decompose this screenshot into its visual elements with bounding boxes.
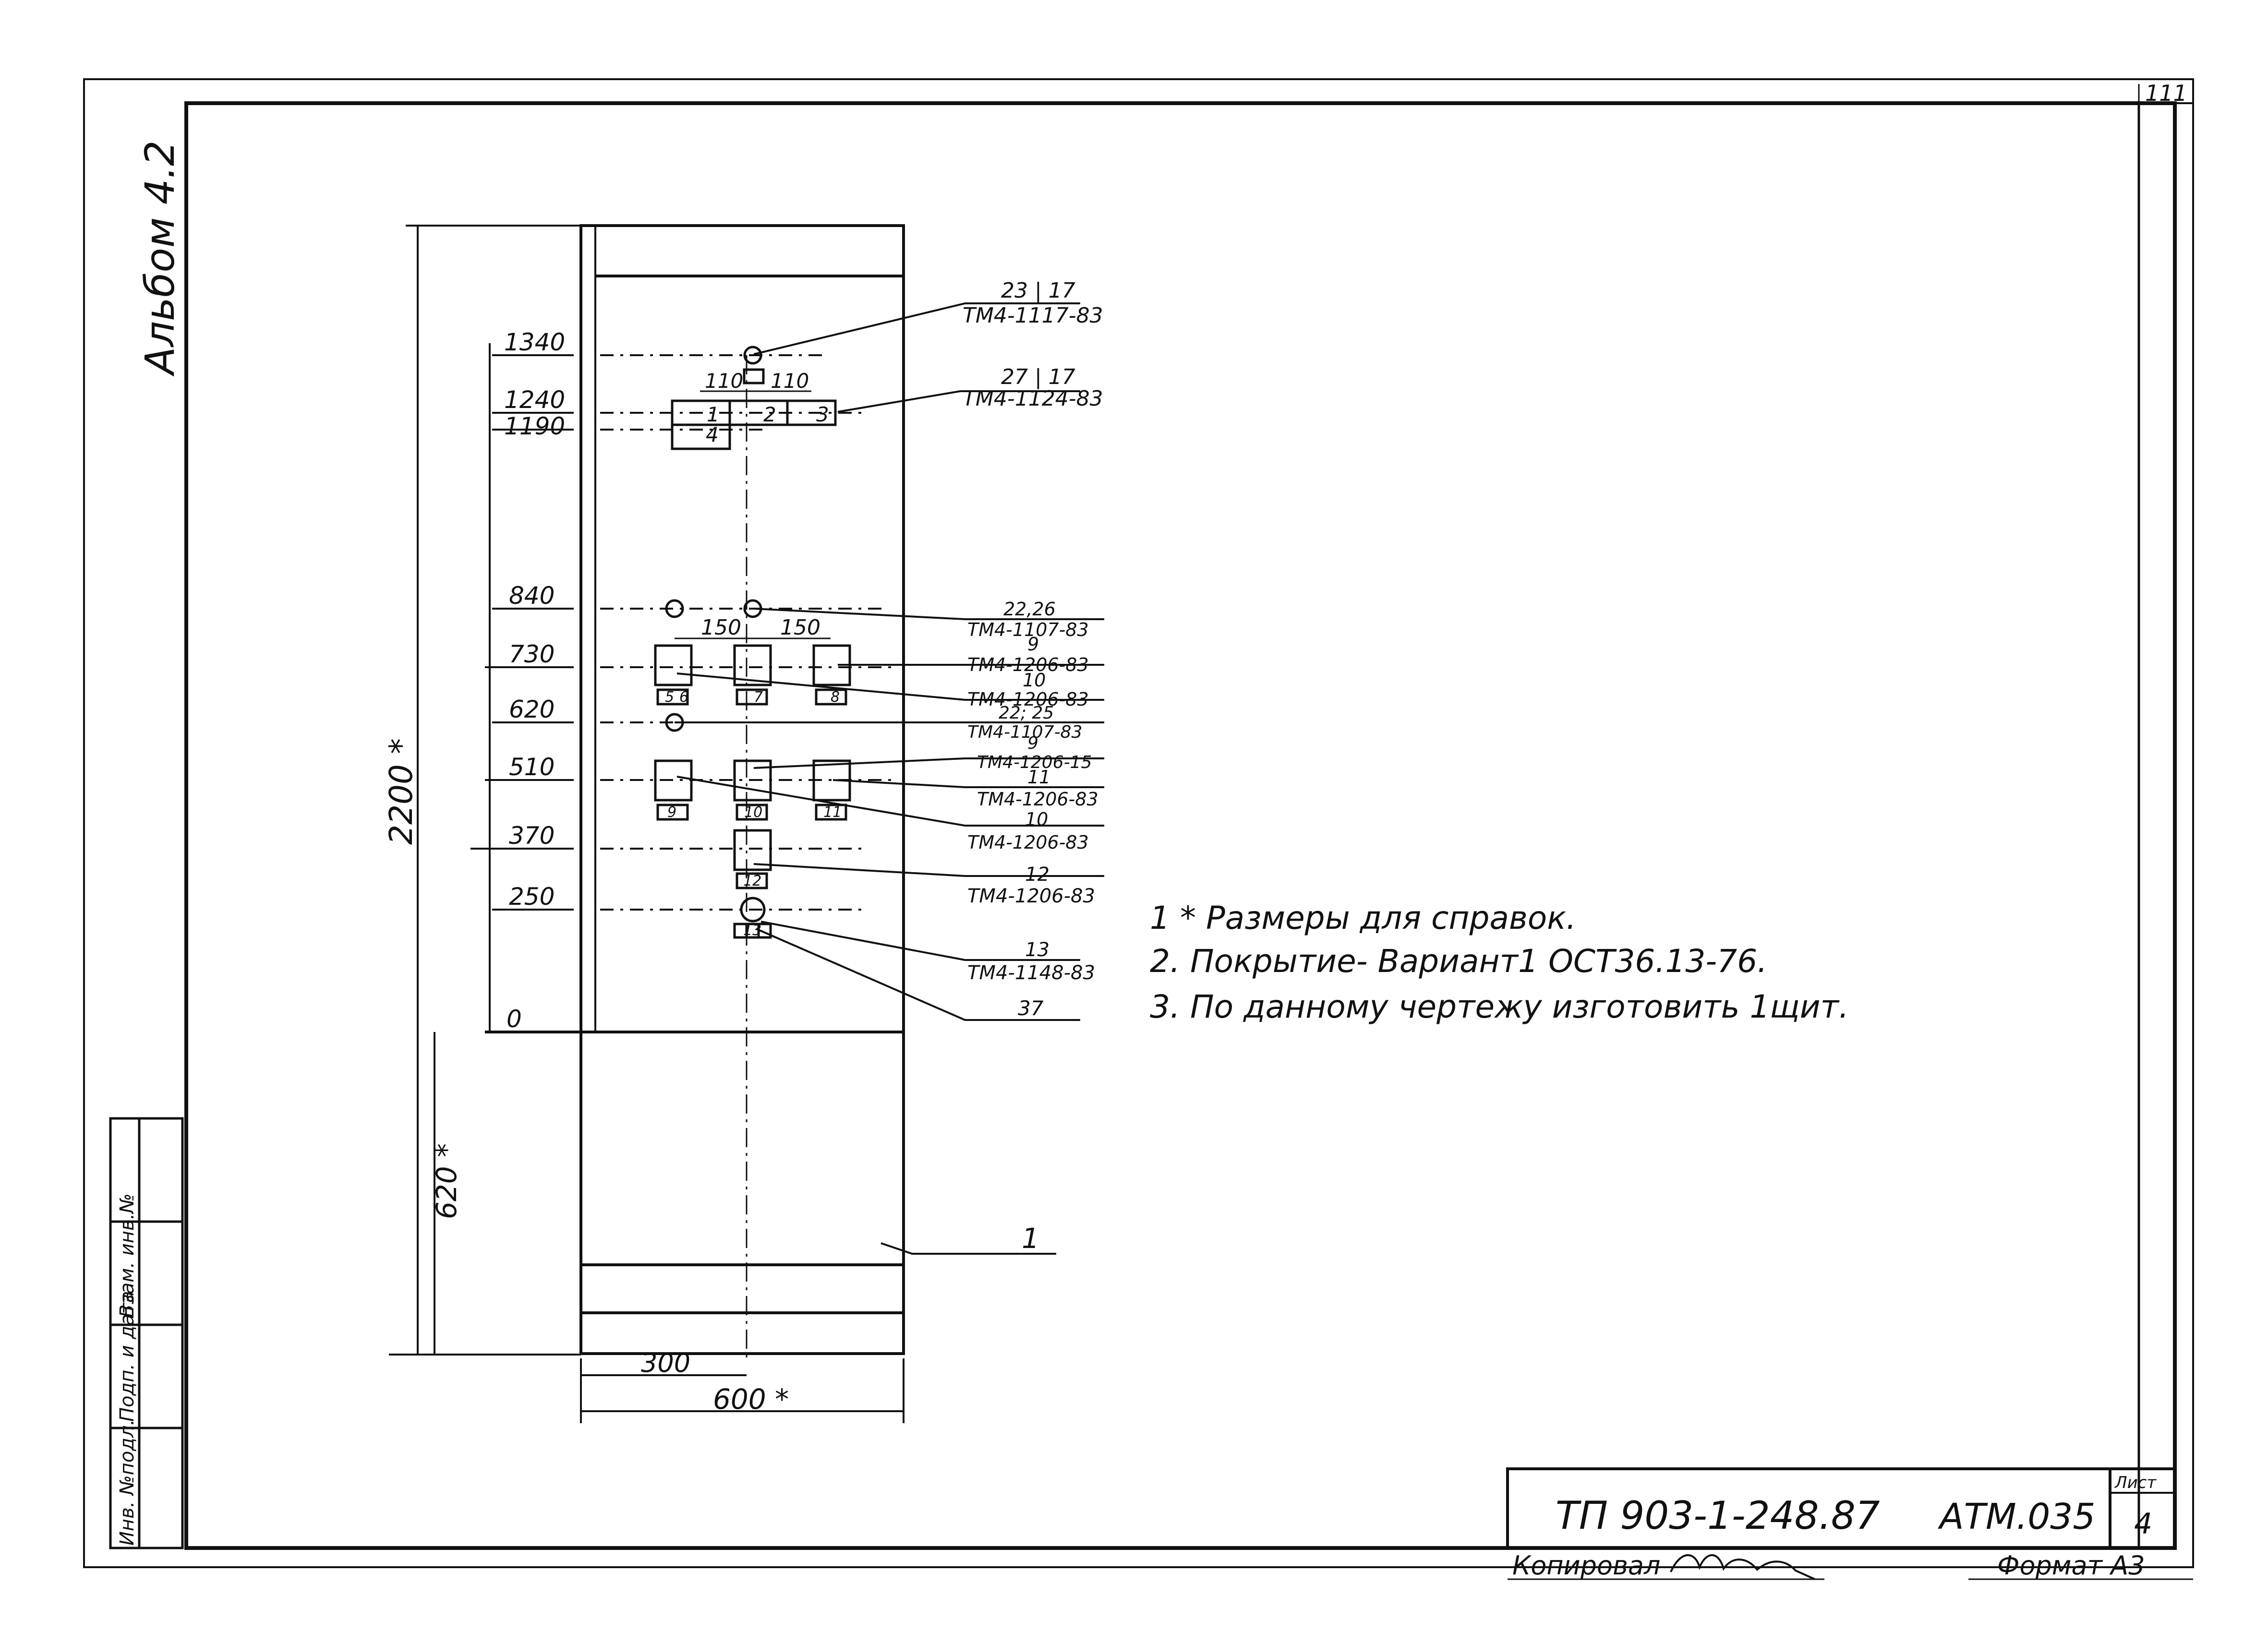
copied-signature	[1670, 1554, 1815, 1580]
format-label: Формат А3	[1997, 1550, 2145, 1581]
element-num-8: 8	[831, 689, 840, 706]
device-row-510	[654, 759, 851, 821]
element-num-9: 9	[667, 804, 676, 821]
dim-base-height: 620 *	[430, 1143, 463, 1219]
level-1340: 1340	[504, 328, 565, 356]
callout-2-pos: 27 | 17	[1001, 365, 1075, 389]
element-num-3: 3	[816, 403, 829, 426]
level-1190: 1190	[504, 412, 565, 440]
callout-5-ref: ТМ4-1206-83	[967, 689, 1089, 710]
dim-width: 600 *	[713, 1383, 789, 1416]
element-num-5: 5	[665, 689, 674, 706]
dimension-lines	[389, 225, 905, 1423]
doc-code: ТП 903-1-248.87	[1556, 1493, 1880, 1538]
callout-6-ref: ТМ4-1107-83	[967, 722, 1082, 742]
note-2: 2. Покрытие- Вариант1 ОСТ36.13-76.	[1150, 943, 1767, 980]
callout-10-ref: ТМ4-1206-83	[967, 885, 1095, 907]
callout-7-ref: ТМ4-1206-15	[977, 753, 1092, 772]
element-num-2: 2	[763, 403, 776, 426]
sheet-number: 111	[2145, 80, 2187, 106]
level-labels: 1340 1240 1190 840 730 620 510 370 250 0	[504, 328, 565, 1033]
dim-mid-spacing-1: 150	[701, 615, 741, 640]
level-730: 730	[509, 640, 555, 668]
callout-8-ref: ТМ4-1206-83	[977, 789, 1098, 810]
note-3: 3. По данному чертежу изготовить 1щит.	[1150, 988, 1849, 1025]
dim-top-spacing-1: 110	[705, 369, 743, 393]
callout-3-pos: 22,26	[1003, 599, 1056, 620]
level-1240: 1240	[504, 386, 565, 414]
callout-12-pos: 37	[1018, 996, 1044, 1020]
level-250: 250	[509, 883, 555, 911]
notes: 1 * Размеры для справок. 2. Покрытие- Ва…	[1150, 900, 1849, 1025]
callout-8-pos: 11	[1027, 767, 1050, 788]
cabinet-leader	[881, 1242, 1056, 1255]
element-num-12: 12	[743, 873, 761, 889]
callout-9-pos: 10	[1025, 809, 1048, 830]
callout-3-ref: ТМ4-1107-83	[967, 619, 1089, 640]
stamp-inv-orig: Инв. №подл.	[116, 1419, 138, 1546]
level-840: 840	[509, 582, 555, 610]
stamp-sign-date: Подп. и дата	[116, 1291, 138, 1422]
callout-leaders	[675, 302, 1104, 1021]
cabinet-panel	[485, 224, 905, 1358]
callout-11-pos: 13	[1025, 939, 1050, 961]
callout-7-pos: 9	[1027, 733, 1038, 753]
level-620: 620	[509, 696, 555, 723]
copied-label: Копировал	[1512, 1550, 1661, 1581]
callout-4-pos: 9	[1027, 634, 1039, 655]
callout-9-ref: ТМ4-1206-83	[967, 832, 1089, 853]
doc-mark: АТМ.035	[1938, 1496, 2095, 1537]
cabinet-position: 1	[1022, 1222, 1039, 1255]
level-370: 370	[509, 822, 555, 850]
level-510: 510	[509, 753, 555, 781]
callout-4-ref: ТМ4-1206-83	[967, 654, 1089, 675]
dim-mid-spacing-2: 150	[780, 615, 820, 640]
callout-2-ref: ТМ4-1124-83	[963, 386, 1103, 411]
dim-half-width: 300	[641, 1348, 690, 1378]
callout-11-ref: ТМ4-1148-83	[967, 962, 1095, 984]
callout-6-pos: 22; 25	[999, 703, 1054, 723]
element-num-7: 7	[754, 689, 763, 706]
note-1: 1 * Размеры для справок.	[1150, 900, 1576, 936]
dim-top-spacing-2: 110	[771, 369, 809, 393]
element-num-11: 11	[823, 804, 842, 821]
device-row-730	[654, 644, 851, 706]
element-num-6: 6	[679, 689, 688, 706]
level-0: 0	[507, 1005, 522, 1033]
element-num-1: 1	[707, 403, 720, 426]
element-num-10: 10	[744, 804, 762, 821]
callout-1-pos: 23 | 17	[1001, 278, 1075, 303]
callout-1-ref: ТМ4-1117-83	[963, 303, 1103, 328]
side-stamp	[109, 1117, 184, 1549]
sheet-label: Лист	[2114, 1473, 2157, 1492]
device-row-370-250	[733, 829, 772, 939]
title-block	[1506, 1467, 2176, 1549]
sheet-value: 4	[2134, 1507, 2152, 1541]
album-label: Альбом 4.2	[136, 140, 183, 377]
callouts: 23 | 17 ТМ4-1117-83 27 | 17 ТМ4-1124-83 …	[963, 278, 1103, 1020]
element-num-4: 4	[706, 423, 719, 446]
top-device-group	[671, 346, 837, 450]
callout-5-pos: 10	[1023, 670, 1046, 691]
stamp-repl-inv: Взам. инв.№	[116, 1193, 138, 1318]
callout-10-pos: 12	[1025, 864, 1050, 886]
dim-overall-height: 2200 *	[383, 738, 420, 845]
